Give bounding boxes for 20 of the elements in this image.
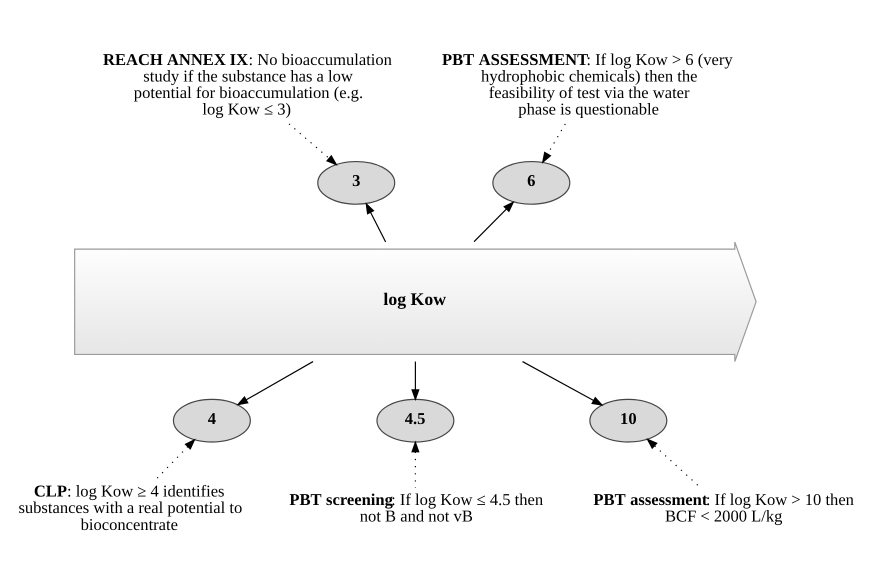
arrow xyxy=(473,200,514,242)
arrow xyxy=(646,438,701,488)
node-ellipse: 10 xyxy=(588,398,667,442)
node-text: PBT screening: If log Kow ≤ 4.5 then not B and not vB xyxy=(288,489,543,525)
node-ellipse: 4 xyxy=(172,398,250,442)
arrow xyxy=(410,361,420,401)
node-text: CLP: log Kow ≥ 4 identifies substances with a real potential to bioconcentrate xyxy=(18,481,242,534)
arrow xyxy=(288,122,338,166)
arrow xyxy=(364,202,386,242)
arrow xyxy=(236,360,313,405)
arrow xyxy=(410,440,420,488)
node-text: PBT ASSESSMENT: If log Kow > 6 (very hydrophobic chemicals) then the feasibility of test via the water phase is questionable xyxy=(442,49,732,118)
node-text: REACH ANNEX IX: No bioaccumulation study if the substance has a low potential for bioaccumulation (e.g. log Kow ≤ 3) xyxy=(102,49,392,118)
arrow xyxy=(154,438,196,480)
node-ellipse: 6 xyxy=(492,160,570,204)
node-ellipse: 4.5 xyxy=(376,398,454,442)
arrow xyxy=(522,360,604,406)
node-text: PBT assessment: If log Kow > 10 then BCF < 2000 L/kg xyxy=(592,489,854,525)
arrow xyxy=(541,123,566,164)
node-ellipse: 3 xyxy=(316,160,395,204)
